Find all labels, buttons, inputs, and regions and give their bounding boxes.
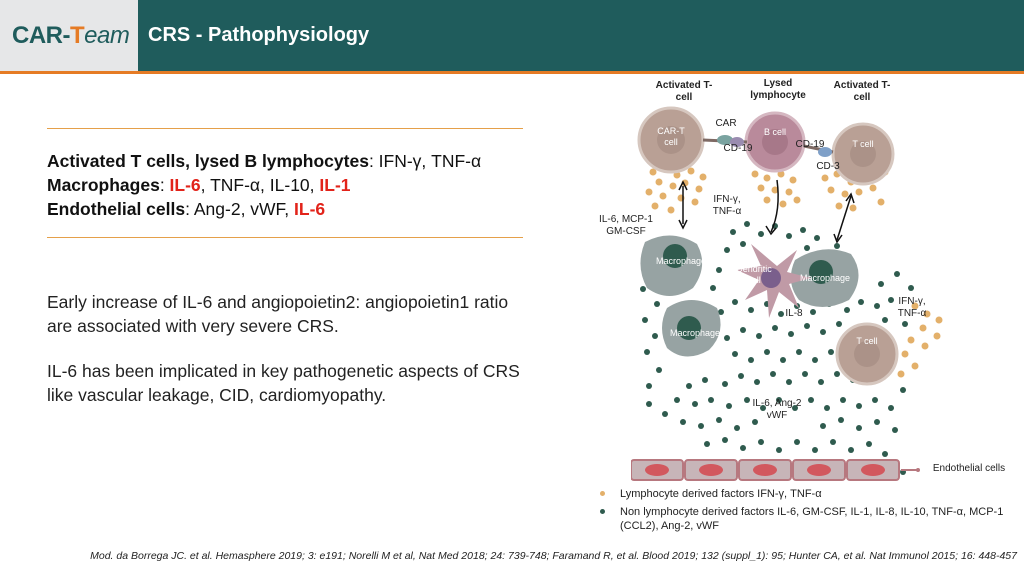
title-divider [0, 71, 1024, 74]
label-cart-cell: CAR-T cell [657, 126, 685, 147]
legend-non-lymphocyte: Non lymphocyte derived factors IL-6, GM-… [600, 505, 1016, 533]
paragraph-angiopoietin: Early increase of IL-6 and angiopoietin2… [47, 292, 509, 336]
label-il8: IL-8 [785, 308, 803, 319]
label-ifn-tnf-right: IFN-γ, TNF-α [897, 296, 927, 319]
label-cd19-b: CD-19 [795, 139, 825, 150]
title-bar: CRS - Pathophysiology [138, 0, 1024, 71]
summary-line-1: Activated T cells, lysed B lymphocytes: … [47, 151, 482, 171]
label-il6-ang2: IL-6, Ang-2 vWF [752, 398, 802, 421]
label-macrophage-1: Macrophage [655, 256, 707, 266]
label-macrophage-3: Macrophage [669, 328, 721, 338]
label-car: CAR [715, 118, 737, 129]
slide-title: CRS - Pathophysiology [148, 24, 370, 46]
label-lysed-lymphocyte: Lysed lymphocyte [750, 78, 806, 101]
label-endothelial: Endothelial cells [932, 463, 1006, 474]
legend-lymphocyte: Lymphocyte derived factors IFN-γ, TNF-α [600, 487, 1016, 501]
legend-dot-lymphocyte [600, 491, 605, 496]
summary-line-2: Macrophages: IL-6, TNF-α, IL-10, IL-1 [47, 175, 351, 195]
label-dendritic-cell: Dendritic cell [736, 264, 772, 285]
label-activated-tcell-2: Activated T-cell [833, 80, 891, 103]
label-t-cell-top: T cell [852, 139, 874, 149]
label-t-cell-bottom: T cell [856, 336, 878, 346]
logo-area: CAR-Team [0, 0, 138, 71]
summary-top-rule [47, 128, 523, 129]
summary-block: Activated T cells, lysed B lymphocytes: … [47, 149, 537, 221]
summary-line-3: Endothelial cells: Ang-2, vWF, IL-6 [47, 199, 326, 219]
summary-bottom-rule [47, 237, 523, 238]
label-cd3: CD-3 [816, 161, 840, 172]
references-footer: Mod. da Borrega JC. et al. Hemasphere 20… [90, 550, 1017, 562]
crs-diagram: Activated T-cell Lysed lymphocyte Activa… [585, 74, 1024, 546]
endothelial-layer [631, 459, 920, 481]
legend-dot-non-lymphocyte [600, 509, 605, 514]
label-activated-tcell-1: Activated T-cell [655, 80, 713, 103]
label-il6-mcp1: IL-6, MCP-1 GM-CSF [599, 214, 653, 237]
label-ifn-tnf-top: IFN-γ, TNF-α [712, 194, 742, 217]
paragraph-il6: IL-6 has been implicated in key pathogen… [47, 361, 520, 405]
label-macrophage-2: Macrophage [799, 273, 851, 283]
car-team-logo: CAR-Team [12, 22, 130, 49]
label-b-cell: B cell [763, 127, 786, 137]
label-cd19-a: CD-19 [723, 143, 753, 154]
signal-arrows [678, 179, 855, 244]
diagram-graphics [637, 106, 943, 475]
